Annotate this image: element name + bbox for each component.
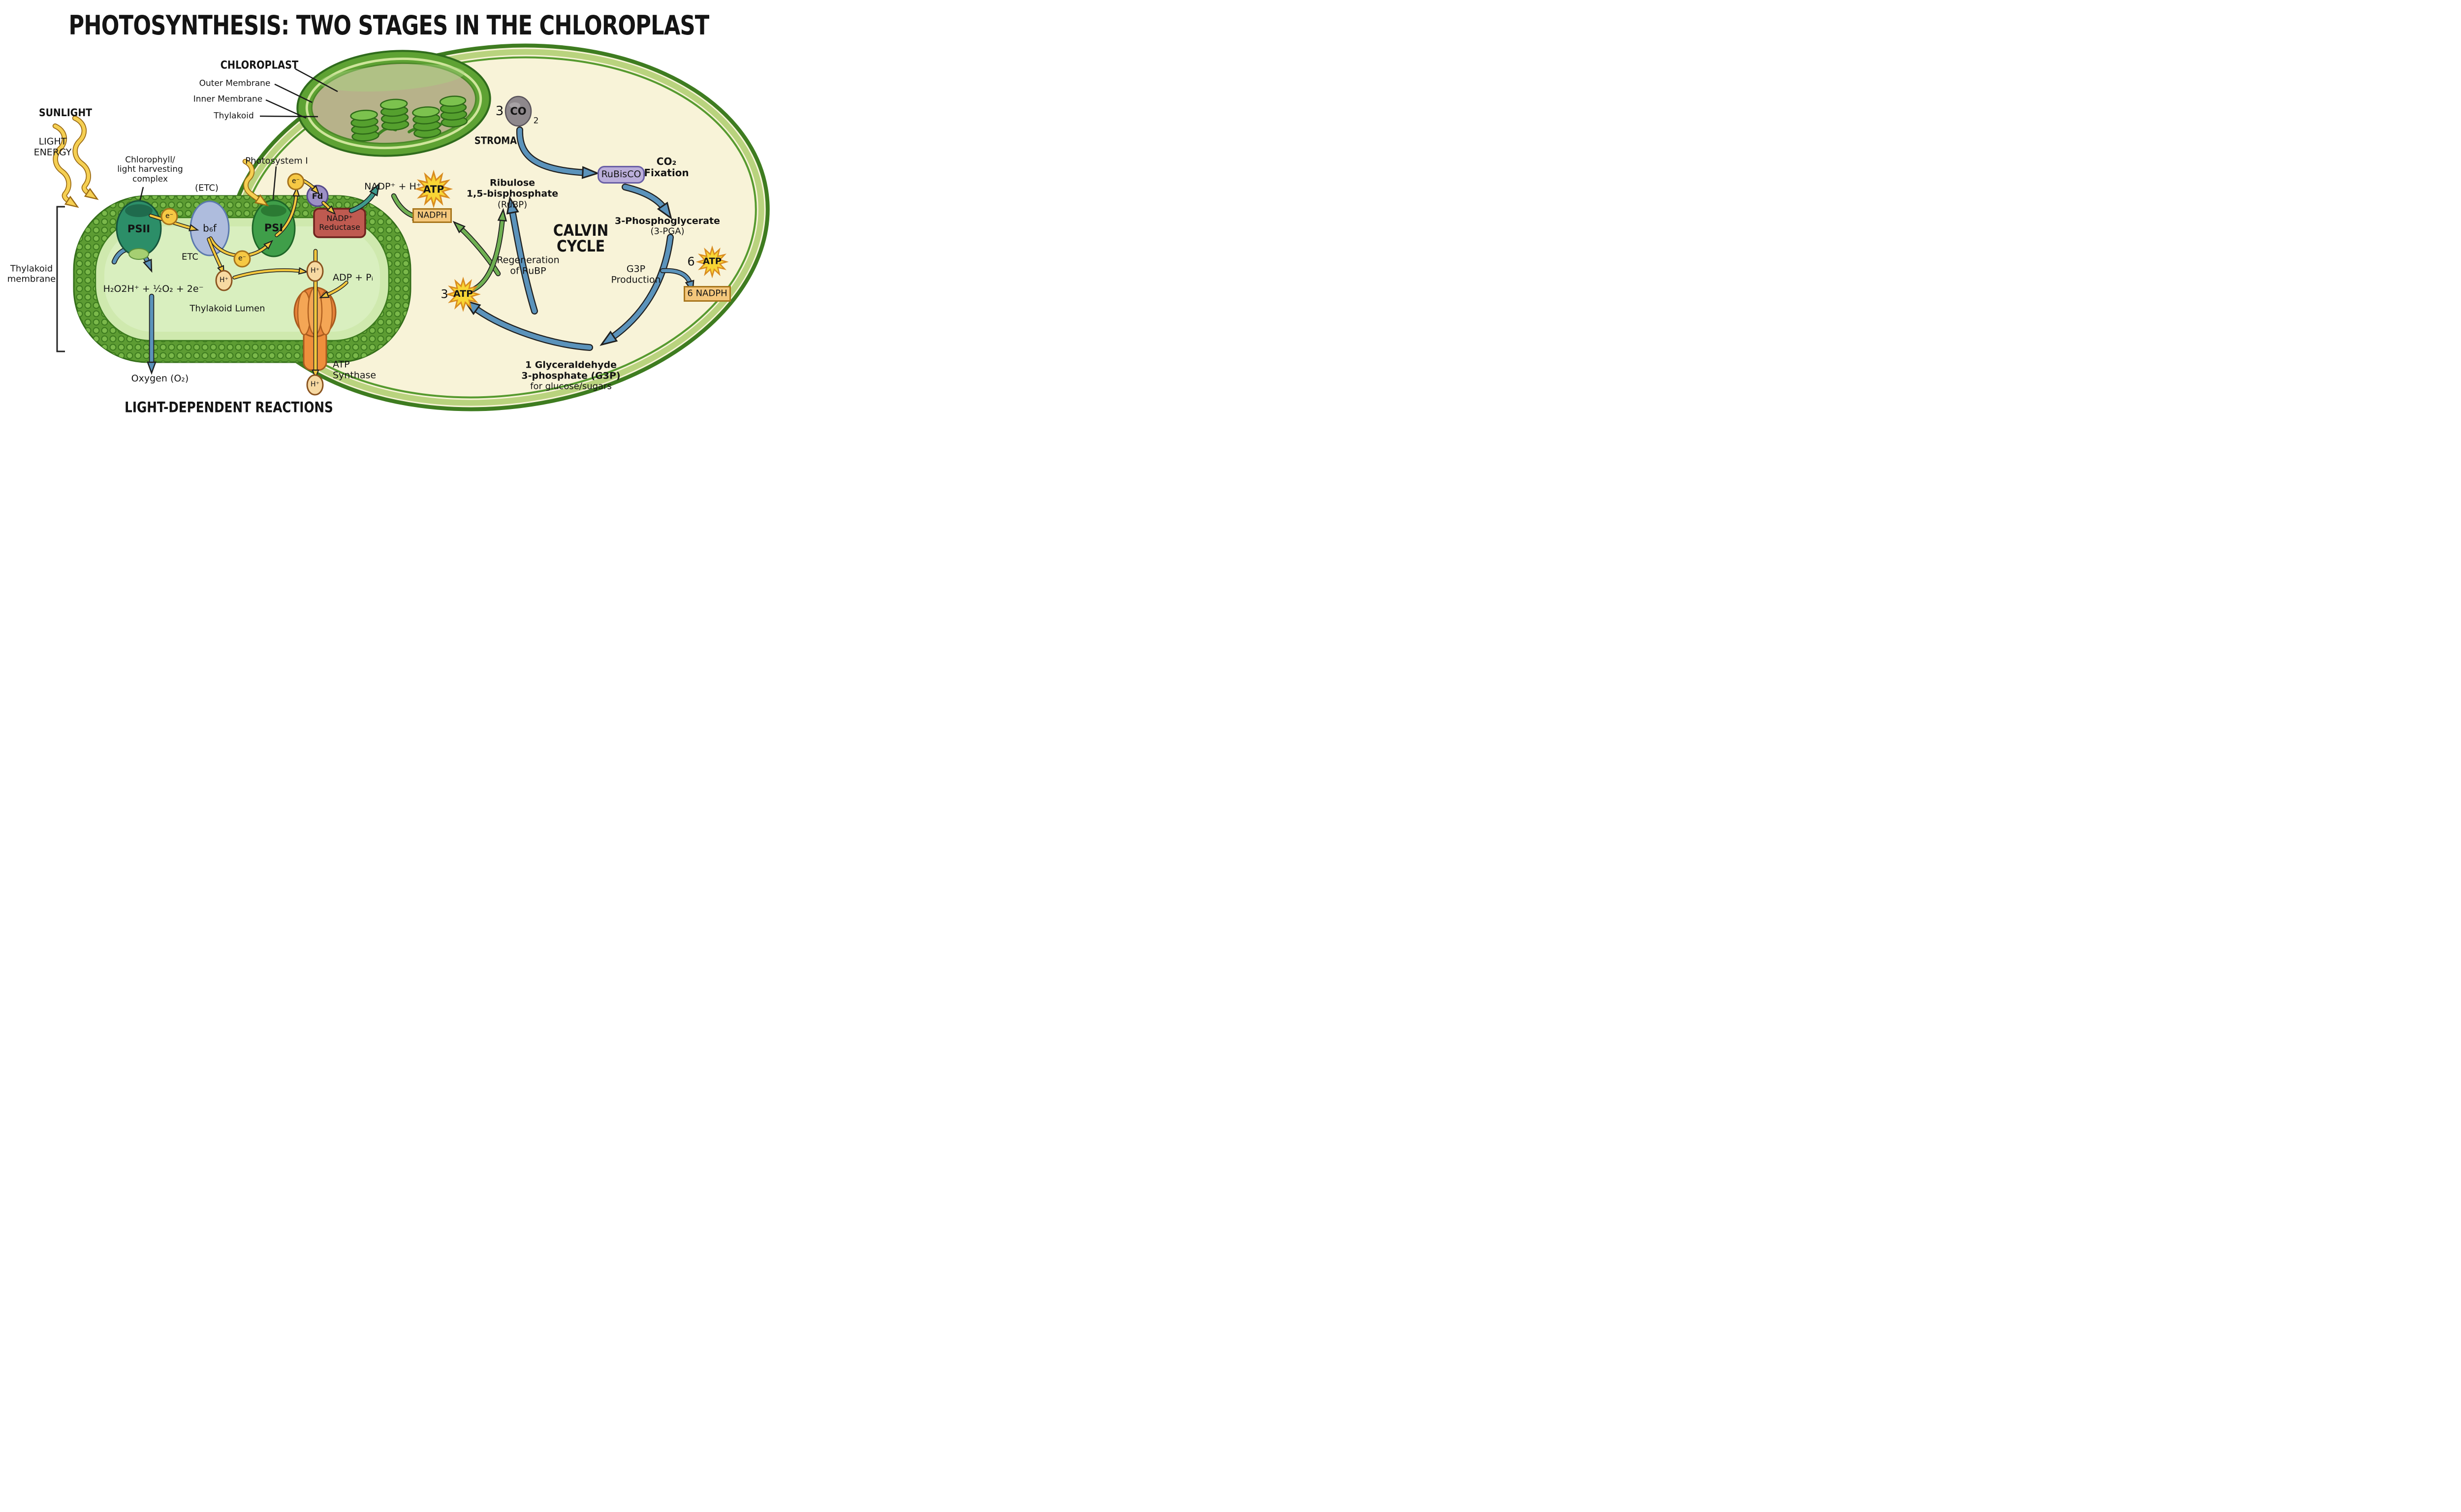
nadp-arrow [348, 182, 380, 214]
electron-label-3: e⁻ [291, 177, 300, 186]
inset-thylakoid-label: Thylakoid [214, 111, 254, 121]
calvin-cycle-title: CALVIN CYCLE [553, 221, 609, 255]
water-label: H₂O [103, 284, 122, 295]
photosystem1-label: Photosystem I [245, 156, 308, 166]
rubp-name-label: Ribulose 1,5-bisphosphate [466, 177, 559, 199]
atp-six-label: ATP [702, 256, 722, 267]
ferredoxin-label: Fd [312, 191, 323, 201]
atp-synthase-label: ATP Synthase [333, 359, 377, 380]
proton-label-3: H⁺ [311, 380, 319, 389]
etc-parenthetical-label: (ETC) [195, 183, 219, 193]
co2-subscript-label: 2 [533, 116, 539, 126]
electron-label-2: e⁻ [238, 254, 247, 263]
photosystem1-leader [272, 166, 277, 204]
rubp-abbr-label: (RuBP) [497, 199, 528, 210]
regeneration-label: Regeneration of RuBP [497, 254, 560, 276]
co2-count-label: 3 [495, 104, 504, 119]
atp-six-count-label: 6 [687, 254, 695, 269]
psi-complex [252, 199, 296, 257]
electron-circles [160, 173, 305, 268]
grana-stacks [350, 95, 468, 142]
psi-label: PSI [264, 222, 284, 234]
proton-label-2: H⁺ [311, 267, 319, 275]
thylakoid-membrane-bracket [56, 206, 65, 352]
light-dependent-heading: LIGHT-DEPENDENT REACTIONS [125, 399, 333, 416]
electron-label-1: e⁻ [165, 212, 174, 220]
diagram-artwork [52, 43, 770, 411]
g3p-for-label: for glucose/sugars [530, 381, 612, 392]
proton-circles [215, 260, 324, 396]
atp-three-count-label: 3 [441, 287, 448, 301]
calvin-cycle-arrows [473, 126, 694, 351]
atp-star-label: ATP [423, 183, 444, 195]
adp-pi-label: ADP + Pᵢ [333, 272, 373, 284]
nadp-plus-h-label: NADP⁺ + H⁺ [364, 181, 421, 192]
sunlight-arrows [52, 115, 269, 208]
inset-chloroplast-label: CHLOROPLAST [220, 59, 299, 72]
rubisco-label: RuBisCO [601, 169, 641, 180]
page-title: PHOTOSYNTHESIS: TWO STAGES IN THE CHLORO… [68, 10, 710, 41]
pga-abbr-label: (3-PGA) [650, 226, 685, 237]
g3p-name-label: 1 Glyceraldehyde 3-phosphate (G3P) [521, 359, 621, 381]
thylakoid-lumen-label: Thylakoid Lumen [189, 303, 265, 314]
stroma-label: STROMA [474, 134, 517, 147]
co2-fixation-label: CO₂ Fixation [644, 156, 689, 179]
b6f-label: b₆f [203, 222, 217, 234]
pga-name-label: 3-Phosphoglycerate [615, 216, 720, 227]
psii-label: PSII [127, 223, 151, 235]
oxygen-label: Oxygen (O₂) [131, 373, 189, 384]
proton-label-1: H⁺ [220, 276, 228, 284]
sunlight-label: SUNLIGHT [38, 107, 93, 119]
chloroplast-inset [296, 50, 491, 157]
nadph-label: NADPH [417, 210, 447, 220]
inset-leader-lines [259, 68, 338, 119]
nadp-reductase-box [313, 208, 366, 238]
inset-outer-membrane-label: Outer Membrane [199, 78, 271, 89]
g3p-production-label: G3P Production [611, 263, 661, 285]
light-energy-label: LIGHT ENERGY [33, 136, 72, 158]
nadp-reductase-label: NADP⁺ Reductase [319, 213, 360, 232]
co2-symbol-label: CO [510, 105, 527, 118]
photosynthesis-diagram: PHOTOSYNTHESIS: TWO STAGES IN THE CHLORO… [0, 0, 772, 433]
etc-label: ETC [182, 252, 198, 262]
thylakoid-membrane-label: Thylakoid membrane [7, 263, 56, 284]
chlorophyll-complex-label: Chlorophyll/ light harvesting complex [117, 155, 183, 184]
co2-circle [505, 95, 532, 127]
nadph-arrows [391, 193, 507, 292]
water-split-label: 2H⁺ + ½O₂ + 2e⁻ [121, 284, 204, 295]
inset-inner-membrane-label: Inner Membrane [193, 94, 263, 104]
six-nadph-label: 6 NADPH [687, 288, 727, 299]
atp-three-label: ATP [453, 288, 473, 300]
